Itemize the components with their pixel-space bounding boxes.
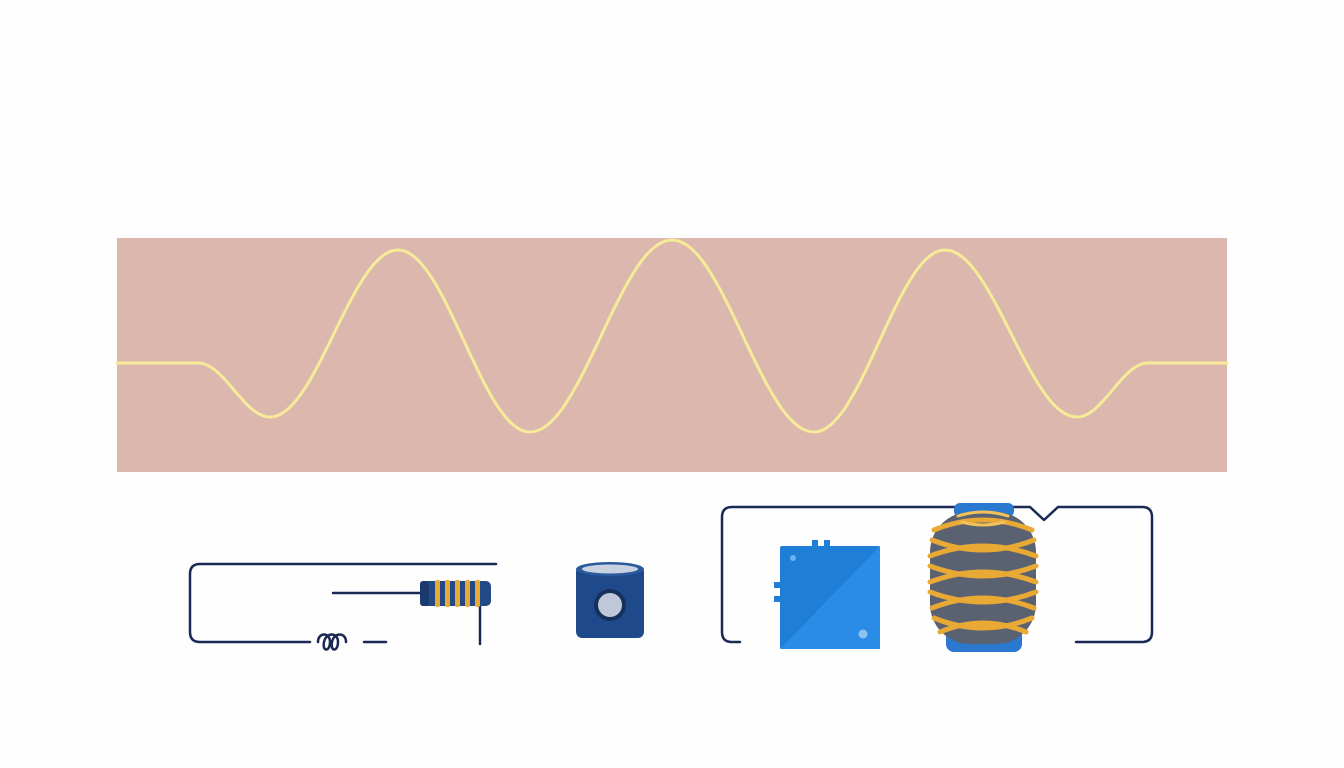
wave-panel (117, 238, 1227, 472)
wave-signal-line (115, 238, 1229, 434)
capacitor-icon (576, 562, 644, 638)
left-circuit (188, 562, 498, 651)
small-coil-icon (420, 580, 491, 607)
left-circuit-wire (188, 562, 498, 644)
right-circuit (720, 505, 1154, 644)
inductor-squiggle-icon (316, 633, 348, 651)
chip-icon (774, 540, 880, 649)
right-circuit-wire-left (720, 505, 1154, 644)
large-coil-icon (927, 503, 1039, 652)
